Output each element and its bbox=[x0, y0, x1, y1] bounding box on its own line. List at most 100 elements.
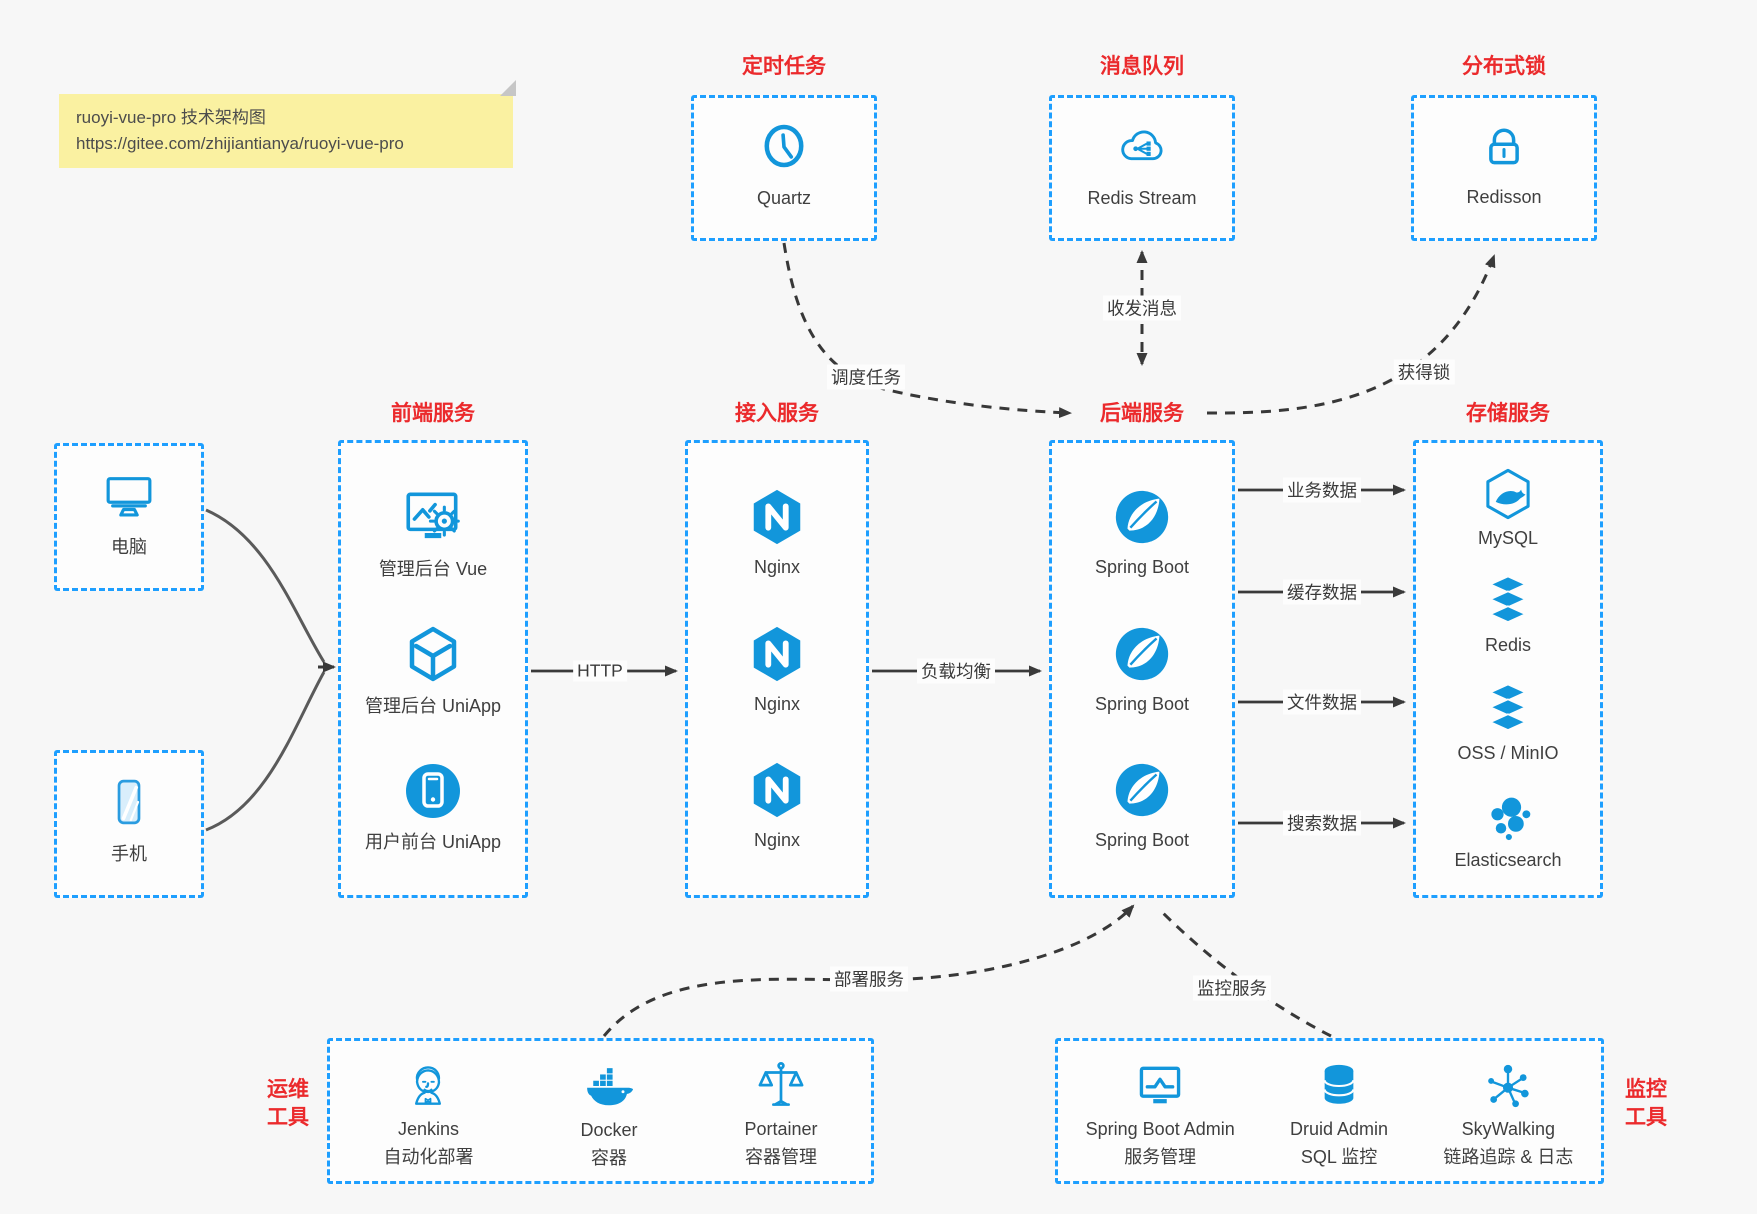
backend-item-spring-boot: Spring Boot bbox=[1095, 486, 1189, 579]
ops-item-label: Docker bbox=[580, 1120, 638, 1140]
ops-tools-label-line2: 工具 bbox=[267, 1106, 309, 1129]
edge-label-load-balance: 负载均衡 bbox=[917, 658, 995, 684]
ops-item-portainer: Portainer 容器管理 bbox=[744, 1059, 817, 1169]
monitor-item-spring-boot-admin: Spring Boot Admin 服务管理 bbox=[1086, 1059, 1235, 1169]
storage-item-redis: Redis bbox=[1480, 573, 1536, 657]
access-item-label: Nginx bbox=[753, 829, 801, 850]
spring-boot-icon bbox=[1115, 491, 1169, 544]
frontend-item-label: 管理后台 Vue bbox=[378, 559, 488, 580]
admin-vue-icon bbox=[406, 492, 460, 539]
access-item-nginx: Nginx bbox=[746, 759, 808, 852]
spring-boot-admin-icon bbox=[1139, 1066, 1181, 1104]
frontend-item-user-uniapp: 用户前台 UniApp bbox=[365, 759, 501, 854]
clock-icon bbox=[764, 124, 804, 167]
monitor-tools-label-line1: 监控 bbox=[1625, 1078, 1667, 1101]
group-title-message-queue: 消息队列 bbox=[1100, 55, 1184, 78]
edge-label-schedule-task: 调度任务 bbox=[827, 364, 905, 390]
edge-deploy-service bbox=[602, 904, 1135, 1037]
nginx-icon bbox=[753, 626, 801, 681]
backend-item-label: Spring Boot bbox=[1094, 693, 1190, 714]
edge-acquire-lock bbox=[1206, 254, 1496, 415]
spring-boot-icon bbox=[1115, 763, 1169, 816]
edge-label-send-receive-message: 收发消息 bbox=[1103, 295, 1181, 321]
monitor-item-label: Spring Boot Admin bbox=[1085, 1119, 1235, 1139]
frontend-item-admin-uniapp: 管理后台 UniApp bbox=[365, 623, 501, 718]
nginx-icon bbox=[753, 490, 801, 545]
quartz-label: Quartz bbox=[756, 187, 812, 208]
elasticsearch-icon bbox=[1491, 797, 1531, 840]
access-services-box: Nginx Nginx Nginx bbox=[685, 440, 869, 898]
group-title-distributed-lock: 分布式锁 bbox=[1462, 55, 1546, 78]
ops-tools-label-line1: 运维 bbox=[267, 1078, 309, 1101]
storage-item-label: Elasticsearch bbox=[1454, 849, 1562, 870]
cloud-share-icon bbox=[1121, 130, 1163, 160]
frontend-item-admin-vue: 管理后台 Vue bbox=[379, 484, 487, 581]
edge-label-deploy-service: 部署服务 bbox=[830, 966, 908, 992]
access-item-nginx: Nginx bbox=[746, 623, 808, 716]
monitor-tools-box: Spring Boot Admin 服务管理 Druid Admin SQL 监… bbox=[1055, 1038, 1604, 1184]
edge-phone-to-frontend bbox=[205, 671, 326, 832]
client-phone-box: 手机 bbox=[54, 750, 204, 898]
monitor-item-label: SkyWalking bbox=[1461, 1119, 1556, 1139]
ops-item-sublabel: 自动化部署 bbox=[383, 1147, 474, 1167]
access-item-nginx: Nginx bbox=[746, 486, 808, 579]
lock-icon bbox=[1489, 128, 1519, 164]
edge-monitor-service bbox=[1158, 908, 1332, 1038]
druid-icon bbox=[1323, 1064, 1355, 1104]
monitor-item-sublabel: 链路追踪 & 日志 bbox=[1443, 1147, 1574, 1167]
backend-item-spring-boot: Spring Boot bbox=[1095, 759, 1189, 852]
frontend-item-label: 管理后台 UniApp bbox=[364, 695, 502, 716]
monitor-item-druid: Druid Admin SQL 监控 bbox=[1290, 1059, 1388, 1169]
client-computer-box: 电脑 bbox=[54, 443, 204, 591]
mysql-icon bbox=[1486, 469, 1530, 520]
backend-item-label: Spring Boot bbox=[1094, 557, 1190, 578]
group-title-storage: 存储服务 bbox=[1466, 402, 1550, 425]
monitor-item-sublabel: 服务管理 bbox=[1124, 1147, 1197, 1167]
ops-item-label: Portainer bbox=[744, 1119, 818, 1139]
redis-stack-icon bbox=[1488, 575, 1528, 624]
redis-stream-label: Redis Stream bbox=[1087, 187, 1197, 208]
edge-label-file-data: 文件数据 bbox=[1283, 689, 1361, 715]
monitor-item-label: Druid Admin bbox=[1290, 1119, 1389, 1139]
monitor-tools-label-line2: 工具 bbox=[1625, 1106, 1667, 1129]
storage-item-label: MySQL bbox=[1477, 528, 1538, 549]
monitor-tools-side-label: 监控 工具 bbox=[1625, 1076, 1667, 1132]
client-phone-label: 手机 bbox=[111, 843, 147, 864]
jenkins-icon bbox=[415, 1066, 442, 1105]
desktop-icon bbox=[106, 476, 152, 517]
backend-item-label: Spring Boot bbox=[1094, 829, 1190, 850]
portainer-icon bbox=[758, 1062, 804, 1106]
phone-icon bbox=[117, 779, 141, 824]
monitor-item-sublabel: SQL 监控 bbox=[1300, 1147, 1378, 1167]
note-url: https://gitee.com/zhijiantianya/ruoyi-vu… bbox=[76, 134, 404, 153]
nginx-icon bbox=[753, 762, 801, 817]
redisson-box: Redisson bbox=[1411, 95, 1597, 241]
backend-item-spring-boot: Spring Boot bbox=[1095, 623, 1189, 716]
edge-computer-to-frontend bbox=[205, 508, 326, 663]
edge-label-cache-data: 缓存数据 bbox=[1283, 579, 1361, 605]
edge-label-monitor-service: 监控服务 bbox=[1193, 975, 1271, 1001]
group-title-scheduled-task: 定时任务 bbox=[742, 55, 826, 78]
ops-tools-side-label: 运维 工具 bbox=[267, 1076, 309, 1132]
note-title: ruoyi-vue-pro 技术架构图 bbox=[76, 108, 266, 127]
edge-label-search-data: 搜索数据 bbox=[1283, 810, 1361, 836]
storage-item-label: OSS / MinIO bbox=[1457, 742, 1559, 763]
note-fold-corner bbox=[500, 80, 516, 96]
ops-item-label: Jenkins bbox=[397, 1119, 459, 1139]
group-title-access: 接入服务 bbox=[735, 402, 819, 425]
ops-tools-box: Jenkins 自动化部署 Docker 容器 Porta bbox=[327, 1038, 874, 1184]
skywalking-icon bbox=[1488, 1064, 1530, 1108]
storage-item-mysql: MySQL bbox=[1478, 466, 1538, 550]
ops-item-docker: Docker 容器 bbox=[580, 1058, 637, 1170]
backend-services-box: Spring Boot Spring Boot Spring Boot bbox=[1049, 440, 1235, 898]
access-item-label: Nginx bbox=[753, 557, 801, 578]
oss-stack-icon bbox=[1488, 683, 1528, 731]
sticky-note: ruoyi-vue-pro 技术架构图 https://gitee.com/zh… bbox=[59, 80, 516, 168]
storage-services-box: MySQL Redis OSS / MinIO bbox=[1413, 440, 1603, 898]
group-title-frontend: 前端服务 bbox=[391, 402, 475, 425]
ops-item-jenkins: Jenkins 自动化部署 bbox=[383, 1059, 473, 1169]
access-item-label: Nginx bbox=[753, 693, 801, 714]
storage-item-elasticsearch: Elasticsearch bbox=[1454, 788, 1562, 872]
client-computer-label: 电脑 bbox=[111, 536, 147, 557]
